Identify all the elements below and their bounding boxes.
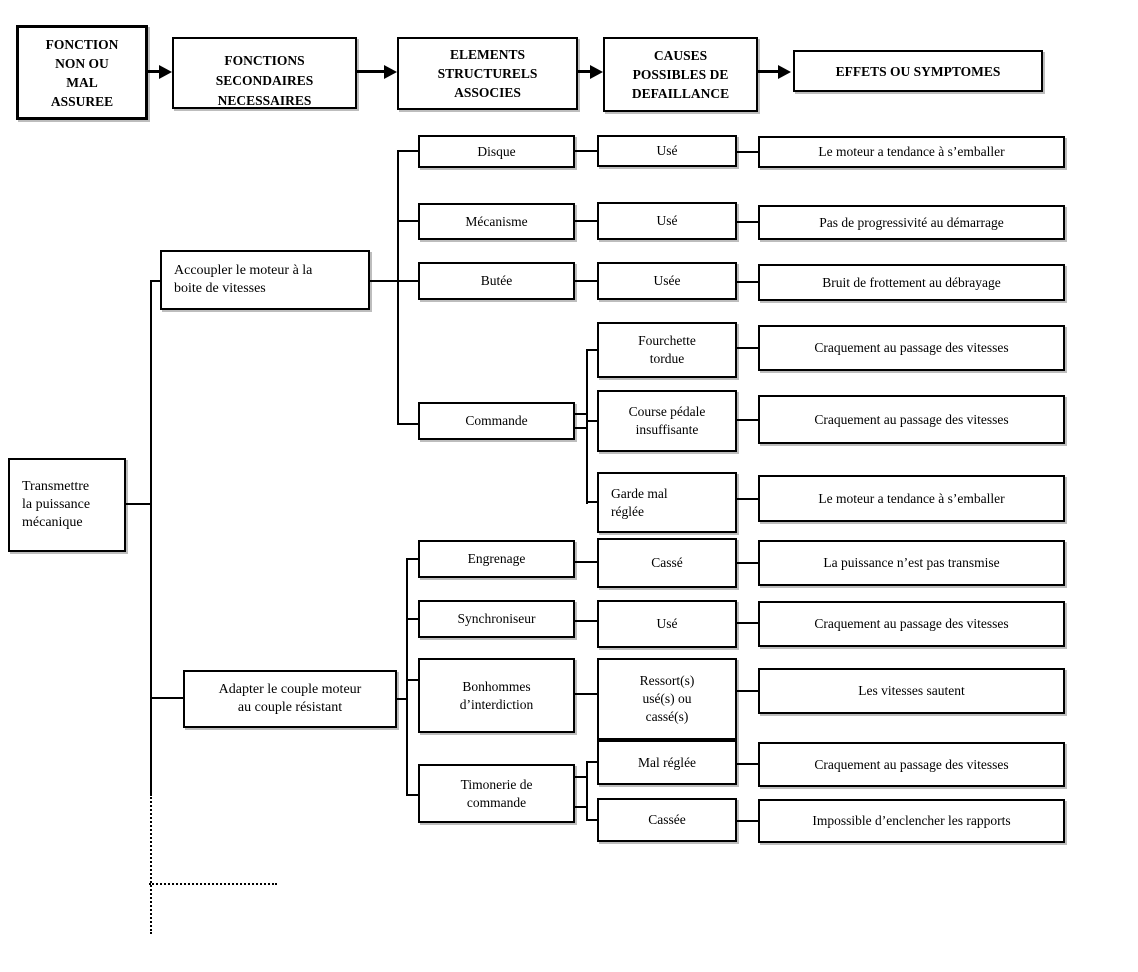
header-box-elements-structurels: ELEMENTS STRUCTURELS ASSOCIES [397,37,578,110]
connector-line [737,763,758,765]
connector-line [150,280,160,282]
connector-line [737,151,758,153]
element-box-disque: Disque [418,135,575,168]
element-box-synchroniseur: Synchroniseur [418,600,575,638]
cause-box-use-mecanisme: Usé [597,202,737,240]
effect-box-rapports: Impossible d’enclencher les rapports [758,799,1065,843]
connector-line [575,806,588,808]
element-box-timonerie: Timonerie de commande [418,764,575,823]
element-box-bonhommes: Bonhommes d’interdiction [418,658,575,733]
connector-line [406,618,418,620]
effect-box-craquement-2: Craquement au passage des vitesses [758,395,1065,444]
effect-box-progressivite: Pas de progressivité au démarrage [758,205,1065,240]
connector-line [397,423,418,425]
branch-line-accoupler [397,150,399,425]
flow-arrow-shaft [357,70,385,73]
connector-line [575,413,588,415]
connector-line [586,761,597,763]
dotted-continuation-line-vertical [150,794,152,934]
effect-box-craquement-4: Craquement au passage des vitesses [758,742,1065,787]
connector-line [586,420,597,422]
connector-line [737,347,758,349]
flow-arrow-icon [778,65,791,79]
connector-line [586,349,597,351]
element-box-butee: Butée [418,262,575,300]
cause-box-garde-mal-reglee: Garde mal réglée [597,472,737,533]
cause-box-cassee: Cassée [597,798,737,842]
connector-line [737,498,758,500]
connector-line [150,697,183,699]
effect-box-frottement: Bruit de frottement au débrayage [758,264,1065,301]
connector-line [737,820,758,822]
header-box-fonctions-secondaires: FONCTIONS SECONDAIRES NECESSAIRES [172,37,357,109]
cause-box-casse-engrenage: Cassé [597,538,737,588]
effect-box-craquement-3: Craquement au passage des vitesses [758,601,1065,647]
connector-line [397,698,408,700]
cause-box-ressorts: Ressort(s) usé(s) ou cassé(s) [597,658,737,740]
connector-line [737,281,758,283]
flow-arrow-icon [159,65,172,79]
connector-line [737,690,758,692]
connector-line [397,280,418,282]
effect-box-emballer-1: Le moteur a tendance à s’emballer [758,136,1065,168]
effect-box-vitesses-sautent: Les vitesses sautent [758,668,1065,714]
element-box-mecanisme: Mécanisme [418,203,575,240]
connector-line [397,220,418,222]
connector-line [737,622,758,624]
cause-box-mal-reglee: Mal réglée [597,740,737,785]
connector-line [737,419,758,421]
effect-box-craquement-1: Craquement au passage des vitesses [758,325,1065,371]
effect-box-emballer-2: Le moteur a tendance à s’emballer [758,475,1065,522]
connector-line [397,150,418,152]
cause-box-usee-butee: Usée [597,262,737,300]
connector-line [586,501,597,503]
trunk-line [150,280,152,794]
effect-box-puissance-non-transmise: La puissance n’est pas transmise [758,540,1065,586]
connector-line [737,562,758,564]
branch-line-adapter [406,558,408,796]
connector-line [370,280,399,282]
connector-line [575,620,597,622]
connector-line [575,427,588,429]
header-box-causes-possibles: CAUSES POSSIBLES DE DEFAILLANCE [603,37,758,112]
flow-arrow-shaft [578,70,591,73]
connector-line [406,558,418,560]
connector-line [406,679,418,681]
branch-line-timonerie [586,761,588,821]
branch-line-commande [586,349,588,504]
dotted-continuation-line-horizontal [149,883,277,885]
connector-line [575,150,597,152]
connector-line [126,503,152,505]
connector-line [737,221,758,223]
flow-arrow-shaft [148,70,160,73]
flow-arrow-icon [590,65,603,79]
cause-box-use-disque: Usé [597,135,737,167]
connector-line [406,794,418,796]
connector-line [586,819,597,821]
function-box-adapter: Adapter le couple moteur au couple résis… [183,670,397,728]
flow-arrow-shaft [758,70,779,73]
cause-box-use-synchroniseur: Usé [597,600,737,648]
connector-line [575,561,597,563]
cause-box-course-pedale: Course pédale insuffisante [597,390,737,452]
cause-box-fourchette-tordue: Fourchette tordue [597,322,737,378]
header-box-effets-symptomes: EFFETS OU SYMPTOMES [793,50,1043,92]
root-function-box: Transmettre la puissance mécanique [8,458,126,552]
connector-line [575,693,597,695]
function-box-accoupler: Accoupler le moteur à la boite de vitess… [160,250,370,310]
connector-line [575,280,597,282]
element-box-commande: Commande [418,402,575,440]
element-box-engrenage: Engrenage [418,540,575,578]
header-box-fonction-non-assuree: FONCTION NON OU MAL ASSUREE [16,25,148,120]
connector-line [575,776,588,778]
flow-arrow-icon [384,65,397,79]
connector-line [575,220,597,222]
